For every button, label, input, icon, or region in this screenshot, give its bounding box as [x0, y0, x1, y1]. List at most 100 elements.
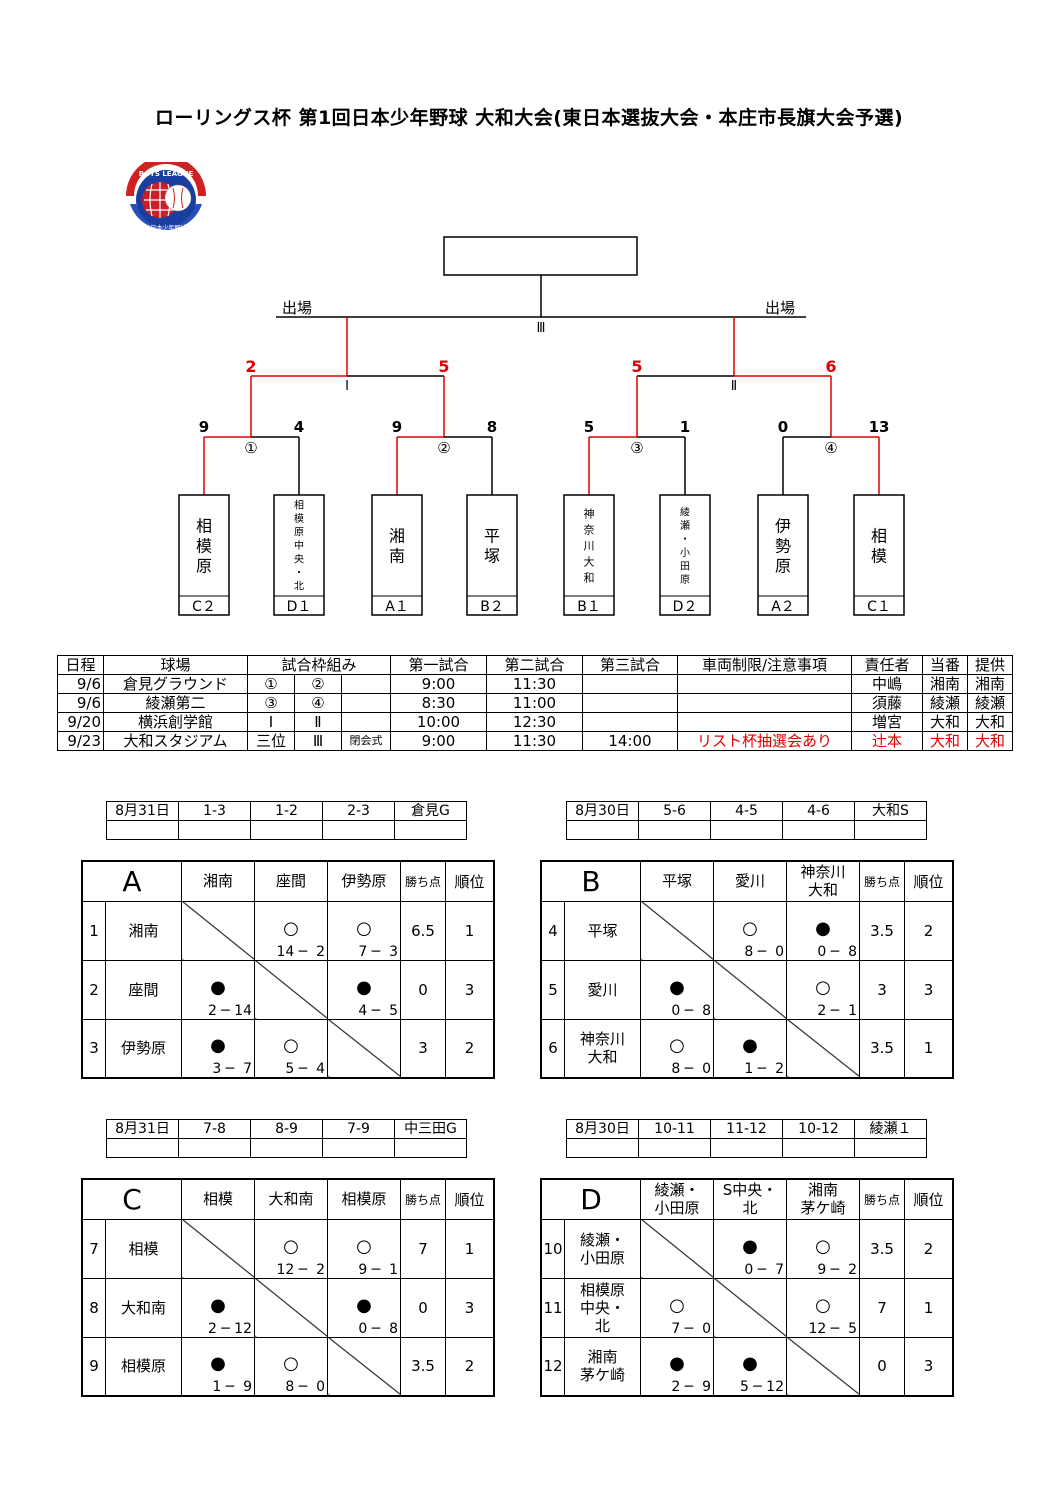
win-mark: ○	[356, 1235, 372, 1257]
sched-responsible: 増宮	[851, 712, 923, 732]
game-score: 9	[392, 418, 402, 436]
team-points: 0	[400, 959, 446, 1020]
match-result-cell: ○ 9 ─ 1	[327, 1218, 401, 1279]
team-number: 9	[81, 1336, 106, 1397]
sched-time-3	[582, 674, 678, 694]
team-name: 綾瀬・ 小田原	[564, 1218, 641, 1279]
sched-date: 9/6	[57, 693, 104, 713]
team-number: 11	[540, 1277, 565, 1338]
self-match-cell	[713, 959, 787, 1020]
win-mark: ○	[283, 1035, 299, 1057]
team-seed: B２	[480, 599, 504, 615]
mini-cell: 4-5	[710, 801, 783, 821]
sched-time-2: 11:30	[486, 674, 583, 694]
sched-duty: 大和	[922, 712, 968, 732]
sched-venue: 綾瀬第二	[103, 693, 248, 713]
game-score: 0	[778, 418, 788, 436]
team-box: 平塚 B２	[466, 494, 518, 616]
sched-game-1: ①	[247, 674, 295, 694]
team-number: 10	[540, 1218, 565, 1279]
win-mark: ○	[283, 1235, 299, 1257]
mini-cell-empty	[250, 1138, 323, 1158]
win-mark: ○	[356, 917, 372, 939]
group-label: D	[540, 1178, 641, 1220]
mini-cell: 8月30日	[566, 1119, 639, 1139]
team-name: 相模原中央・北	[294, 499, 304, 593]
team-seed: A２	[771, 599, 795, 615]
game-label: ②	[437, 439, 450, 457]
team-points: 3.5	[859, 1218, 905, 1279]
group-label: A	[81, 860, 182, 902]
sched-time-3: 14:00	[582, 731, 678, 751]
team-seed: D１	[287, 599, 312, 615]
team-seed: A１	[385, 599, 409, 615]
group-col-header: S中央・ 北	[713, 1178, 787, 1220]
win-mark: ○	[815, 1294, 831, 1316]
advance-right-label: 出場	[765, 299, 795, 317]
match-score: 2 ─ 1	[817, 1002, 857, 1019]
team-name: 座間	[105, 959, 182, 1020]
team-number: 3	[81, 1018, 106, 1079]
sched-responsible: 須藤	[851, 693, 923, 713]
team-rank: 3	[904, 1336, 954, 1397]
sched-time-1: 9:00	[390, 731, 487, 751]
sched-responsible: 中嶋	[851, 674, 923, 694]
sched-venue: 横浜創学館	[103, 712, 248, 732]
self-match-cell	[254, 1277, 328, 1338]
team-box: 相模原中央・北 D１	[273, 494, 325, 616]
sched-provider: 大和	[967, 712, 1013, 732]
sched-time-1: 9:00	[390, 674, 487, 694]
page-title: ローリングス杯 第1回日本少年野球 大和大会(東日本選抜大会・本庄市長旗大会予選…	[154, 107, 904, 129]
mini-cell-empty	[638, 820, 711, 840]
match-result-cell: ●2 ─ 9	[640, 1336, 714, 1397]
sched-header: 提供	[967, 655, 1013, 675]
mini-cell: 10-11	[638, 1119, 711, 1139]
team-seed: B１	[577, 599, 601, 615]
group-label: C	[81, 1178, 182, 1220]
team-name: 平塚	[564, 900, 641, 961]
sched-header: 車両制限/注意事項	[677, 655, 852, 675]
match-result-cell: ●0 ─ 7	[713, 1218, 787, 1279]
team-name: 相模原	[196, 516, 212, 575]
team-number: 2	[81, 959, 106, 1020]
game-score: 9	[199, 418, 209, 436]
group-col-header: 湘南	[181, 860, 255, 902]
team-seed: D２	[673, 599, 698, 615]
mini-cell-empty	[178, 1138, 251, 1158]
sched-provider: 湘南	[967, 674, 1013, 694]
match-score: 9 ─ 1	[358, 1261, 398, 1278]
team-points: 7	[400, 1218, 446, 1279]
group-col-header: 大和南	[254, 1178, 328, 1220]
game-label: ①	[244, 439, 257, 457]
mini-cell-empty	[782, 1138, 855, 1158]
sched-date: 9/20	[57, 712, 104, 732]
team-name: 相模原	[105, 1336, 182, 1397]
mini-cell-empty	[322, 1138, 395, 1158]
sched-note	[677, 693, 852, 713]
sched-game-2: ②	[294, 674, 342, 694]
team-points: 3	[400, 1018, 446, 1079]
group-col-header: 平塚	[640, 860, 714, 902]
match-result-cell: ○7 ─ 0	[640, 1277, 714, 1338]
game-score: 1	[680, 418, 690, 436]
semi-score: 2	[245, 357, 256, 376]
match-score: 5 ─ 12	[739, 1379, 784, 1395]
sched-time-1: 10:00	[390, 712, 487, 732]
sched-duty: 湘南	[922, 674, 968, 694]
team-name: 平塚	[484, 526, 500, 565]
rank-header: 順位	[904, 1178, 954, 1220]
match-score: 1 ─ 2	[744, 1061, 784, 1077]
match-score: 4 ─ 5	[358, 1002, 398, 1019]
sched-venue: 大和スタジアム	[103, 731, 248, 751]
mini-cell: 7-8	[178, 1119, 251, 1139]
mini-cell: 5-6	[638, 801, 711, 821]
mini-cell: 大和S	[854, 801, 927, 821]
